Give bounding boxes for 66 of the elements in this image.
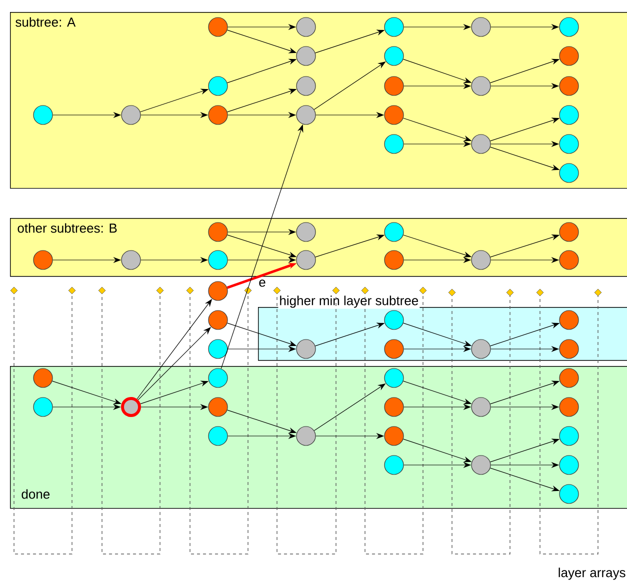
graph-node (296, 250, 316, 270)
graph-node (296, 339, 316, 359)
graph-node (208, 222, 228, 242)
highlighted-node (121, 397, 141, 417)
graph-node (296, 105, 316, 125)
graph-node (384, 17, 404, 37)
graph-node (296, 46, 316, 66)
graph-node (559, 310, 579, 330)
graph-node (384, 250, 404, 270)
region-box: done (10, 366, 627, 509)
graph-node (208, 426, 228, 446)
graph-node (384, 426, 404, 446)
graph-node (296, 76, 316, 96)
graph-node (559, 105, 579, 125)
node-label: higher min layer subtree (280, 296, 418, 308)
graph-node (559, 250, 579, 270)
region-box: subtree: A (10, 12, 627, 189)
graph-node (296, 426, 316, 446)
graph-node (559, 426, 579, 446)
graph-node (33, 397, 53, 417)
graph-node (471, 76, 491, 96)
graph-node (559, 455, 579, 475)
graph-node (471, 134, 491, 154)
graph-node (559, 46, 579, 66)
edge-label: e (259, 280, 266, 287)
graph-node (559, 17, 579, 37)
graph-node (121, 250, 141, 270)
graph-node (208, 250, 228, 270)
graph-node (559, 484, 579, 504)
graph-node (208, 397, 228, 417)
graph-node (208, 310, 228, 330)
graph-node (208, 105, 228, 125)
graph-node (208, 17, 228, 37)
graph-node (33, 250, 53, 270)
graph-node (559, 163, 579, 183)
graph-node (296, 222, 316, 242)
graph-node (559, 76, 579, 96)
graph-node (559, 222, 579, 242)
graph-node (384, 105, 404, 125)
graph-node (296, 17, 316, 37)
caption-label: layer arrays (558, 568, 626, 580)
graph-node (121, 105, 141, 125)
graph-node (559, 397, 579, 417)
graph-node (471, 339, 491, 359)
graph-node (559, 339, 579, 359)
graph-node (208, 339, 228, 359)
graph-node (33, 105, 53, 125)
graph-node (208, 368, 228, 388)
graph-node (384, 397, 404, 417)
graph-node (471, 17, 491, 37)
graph-node (384, 46, 404, 66)
graph-node (384, 134, 404, 154)
graph-node (471, 250, 491, 270)
graph-node (384, 368, 404, 388)
graph-node (384, 76, 404, 96)
graph-node (384, 222, 404, 242)
graph-node (384, 455, 404, 475)
graph-node (471, 455, 491, 475)
graph-node (208, 76, 228, 96)
graph-node (384, 310, 404, 330)
graph-node (384, 339, 404, 359)
graph-node (33, 368, 53, 388)
graph-node (208, 281, 228, 301)
graph-node (559, 134, 579, 154)
graph-node (559, 368, 579, 388)
graph-node (471, 397, 491, 417)
